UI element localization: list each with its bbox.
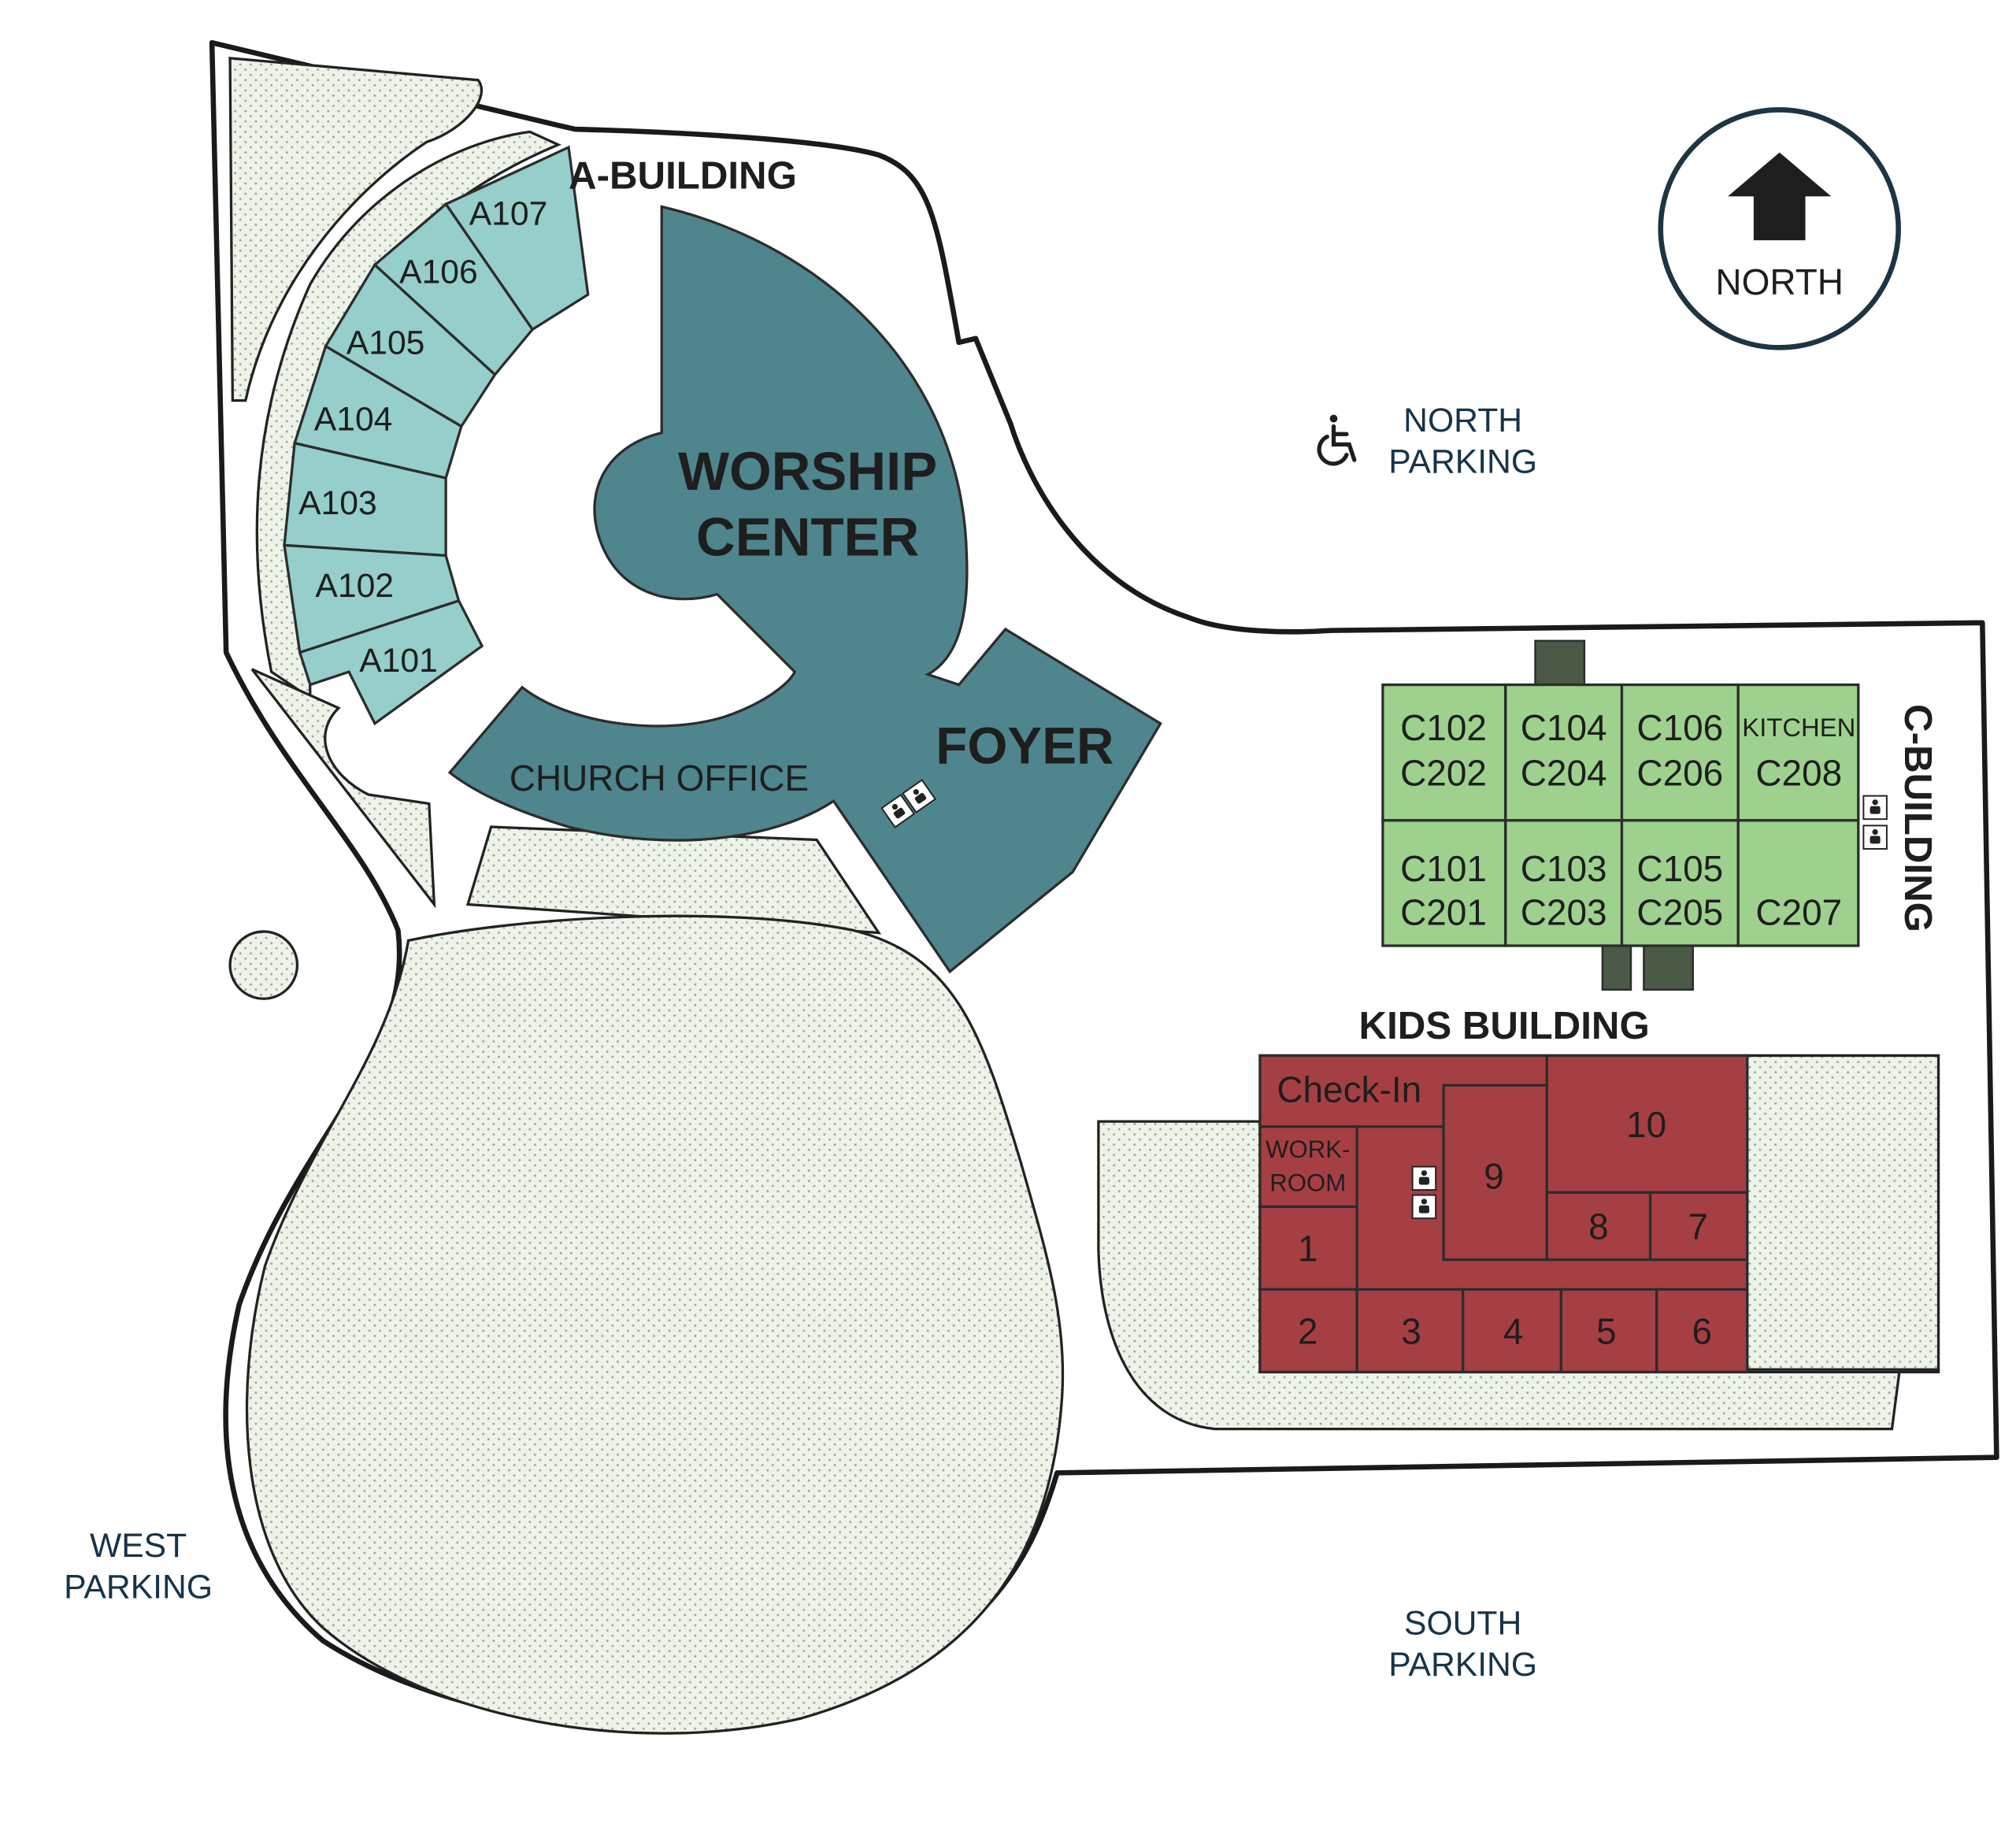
room-c204-label: C204	[1521, 753, 1607, 794]
north-parking-label-line1: NORTH	[1403, 402, 1522, 439]
room-a102-label: A102	[315, 567, 394, 605]
check-in-label: Check-In	[1277, 1069, 1421, 1110]
room-2[interactable]	[1258, 1288, 1358, 1374]
room-c202-label: C202	[1400, 753, 1487, 794]
room-3-label: 3	[1401, 1310, 1421, 1351]
room-1[interactable]	[1258, 1205, 1358, 1291]
room-9-label: 9	[1484, 1155, 1504, 1196]
room-c203-label: C203	[1521, 892, 1607, 933]
stairs-south-2	[1643, 944, 1694, 991]
room-c102-label: C102	[1400, 707, 1487, 748]
room-a107-label: A107	[469, 195, 548, 232]
room-c103-c203[interactable]	[1504, 819, 1624, 947]
south-parking-label-line1: SOUTH	[1404, 1604, 1521, 1642]
room-c106-label: C106	[1636, 707, 1723, 748]
foyer-label: FOYER	[936, 717, 1114, 775]
room-a104-label: A104	[314, 400, 393, 438]
kids-building-label: KIDS BUILDING	[1359, 1004, 1650, 1047]
room-c106-c206[interactable]	[1620, 683, 1740, 822]
room-10-label: 10	[1626, 1104, 1666, 1145]
a-building	[283, 145, 590, 726]
room-6[interactable]	[1655, 1288, 1749, 1374]
landscape-kids-east	[1746, 1054, 1940, 1371]
south-parking-label-line2: PARKING	[1388, 1646, 1537, 1684]
stairs-north	[1534, 639, 1586, 686]
worship-center-label-line2: CENTER	[696, 506, 919, 567]
wheelchair-icon	[1317, 414, 1357, 466]
room-c105-label: C105	[1636, 848, 1723, 889]
room-c205-label: C205	[1636, 892, 1723, 933]
room-c201-label: C201	[1400, 892, 1487, 933]
room-a101-label: A101	[359, 642, 438, 680]
room-c101-label: C101	[1400, 848, 1487, 889]
landscape-south-lawn	[245, 914, 1065, 1735]
room-3[interactable]	[1355, 1288, 1465, 1374]
north-parking-label-line2: PARKING	[1388, 443, 1537, 480]
room-7[interactable]	[1648, 1191, 1749, 1262]
room-c206-label: C206	[1636, 753, 1723, 794]
room-c105-c205[interactable]	[1620, 819, 1740, 947]
room-a103-label: A103	[298, 484, 377, 522]
compass-label: NORTH	[1715, 261, 1844, 302]
north-compass: NORTH	[1658, 107, 1901, 350]
landscape-northwest	[228, 57, 484, 402]
room-c207[interactable]	[1736, 819, 1860, 947]
stairs-south-1	[1601, 944, 1632, 991]
room-5-label: 5	[1596, 1310, 1617, 1351]
room-9[interactable]	[1442, 1084, 1548, 1262]
room-1-label: 1	[1298, 1228, 1318, 1269]
room-a106-label: A106	[399, 253, 478, 291]
west-parking-label-line2: PARKING	[64, 1569, 213, 1606]
room-kitchen-c208[interactable]	[1736, 683, 1860, 822]
a-building-label: A-BUILDING	[569, 154, 797, 198]
room-8-label: 8	[1588, 1206, 1609, 1247]
room-2-label: 2	[1298, 1310, 1318, 1351]
kids-building	[1258, 1054, 1749, 1374]
room-c208-label: C208	[1755, 753, 1842, 794]
landscape-triangle	[250, 668, 436, 909]
workroom-label-line1: WORK-	[1266, 1136, 1350, 1163]
c-building-label: C-BUILDING	[1896, 704, 1940, 932]
room-kitchen-label: KITCHEN	[1742, 713, 1855, 742]
room-c104-label: C104	[1521, 707, 1607, 748]
church-office-label: CHURCH OFFICE	[510, 758, 809, 798]
west-parking-label-line1: WEST	[90, 1527, 187, 1565]
workroom-label-line2: ROOM	[1269, 1169, 1346, 1197]
room-4-label: 4	[1503, 1310, 1524, 1351]
c-building	[1381, 639, 1888, 991]
north-arrow-icon	[1728, 152, 1832, 241]
worship-center[interactable]	[447, 205, 1162, 974]
landscape-circle	[228, 930, 299, 1000]
room-c101-c201[interactable]	[1381, 819, 1507, 947]
room-c207-label: C207	[1755, 892, 1842, 933]
room-5[interactable]	[1559, 1288, 1658, 1374]
room-a105-label: A105	[346, 324, 425, 362]
room-a101[interactable]	[298, 598, 484, 726]
room-7-label: 7	[1688, 1206, 1709, 1247]
room-10[interactable]	[1545, 1054, 1749, 1194]
room-c103-label: C103	[1521, 848, 1607, 889]
worship-center-label-line1: WORSHIP	[678, 441, 937, 502]
room-6-label: 6	[1692, 1310, 1712, 1351]
